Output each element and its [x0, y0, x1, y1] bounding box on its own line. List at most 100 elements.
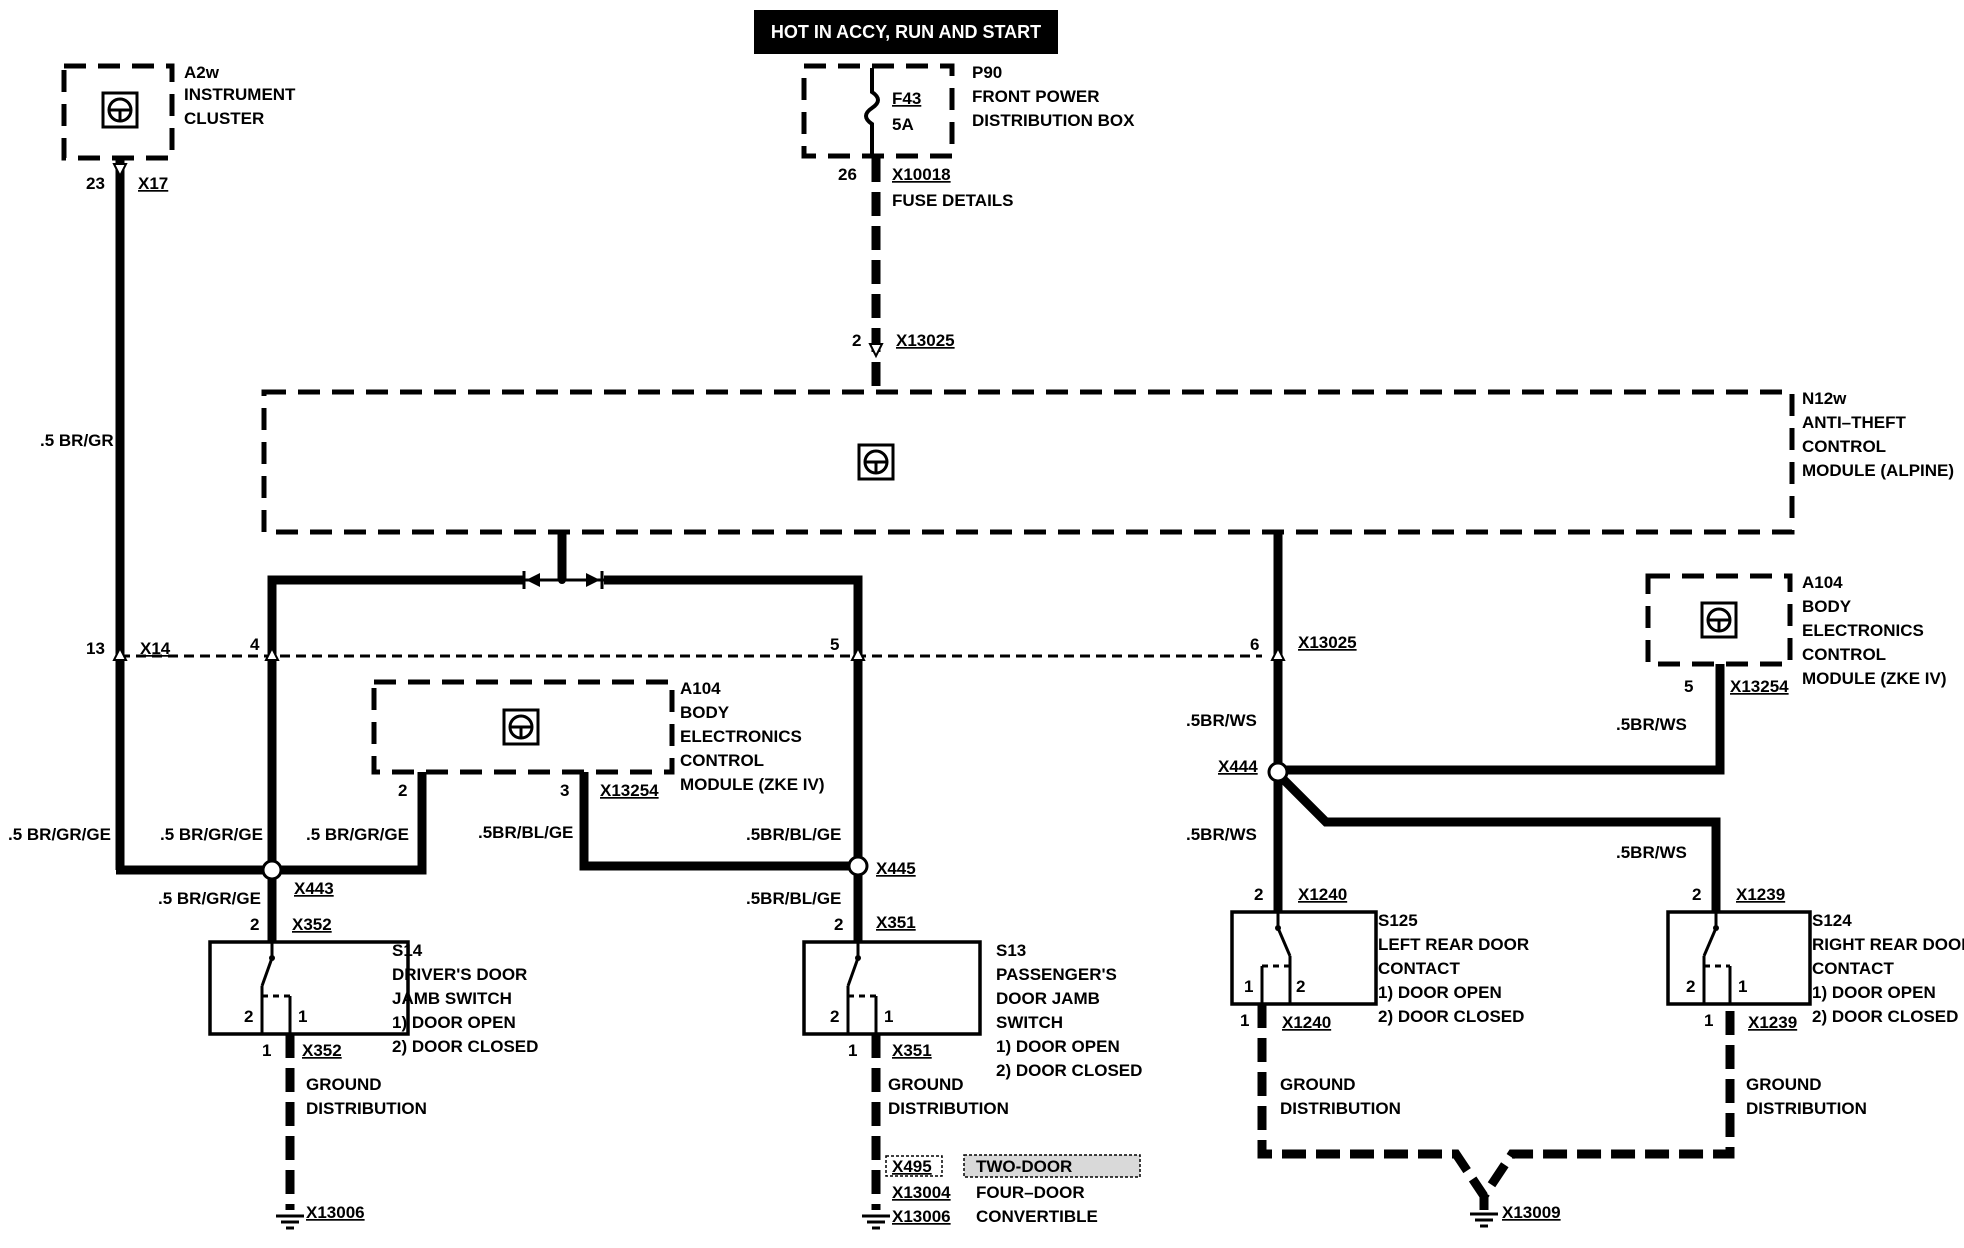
wire-label-br-bl-ge-2: .5BR/BL/GE	[746, 825, 841, 844]
banner-box	[754, 10, 1058, 54]
wire-a104-pin2	[272, 772, 427, 875]
s124-connector-bot: X1239	[1748, 1013, 1797, 1032]
ground-icon	[276, 1214, 304, 1230]
diode-left-icon	[526, 573, 540, 587]
p90-id: P90	[972, 63, 1002, 82]
s124-option-1: 1) DOOR OPEN	[1812, 983, 1936, 1002]
pin-4: 4	[250, 635, 260, 654]
s14-ground-label-2: DISTRIBUTION	[306, 1099, 427, 1118]
connector-arrow-icon	[112, 163, 128, 179]
s14-connector-bot: X352	[302, 1041, 342, 1060]
s125-option-2: 2) DOOR CLOSED	[1378, 1007, 1524, 1026]
s124-ground-label-2: DISTRIBUTION	[1746, 1099, 1867, 1118]
splice-label-x445: X445	[876, 859, 916, 878]
s124-ground-label-1: GROUND	[1746, 1075, 1822, 1094]
wire-label-br-gr-ge-2: .5 BR/GR/GE	[160, 825, 263, 844]
s14-contact-2: 2	[244, 1007, 253, 1026]
s13-contact-2: 2	[830, 1007, 839, 1026]
splice-x444	[1267, 761, 1289, 783]
n12w-pin-top: 2	[852, 331, 861, 350]
wire-loop-left	[267, 575, 524, 866]
a2w-id: A2w	[184, 63, 220, 82]
s125-label-2: CONTACT	[1378, 959, 1460, 978]
wire-br-ws-s124	[1274, 770, 1721, 912]
a104-right-pin: 5	[1684, 677, 1693, 696]
module-icon	[101, 91, 139, 129]
s13-ground-label-1: GROUND	[888, 1075, 964, 1094]
a104-right-label-3: CONTROL	[1802, 645, 1886, 664]
n12w-connector-top: X13025	[896, 331, 955, 350]
splice-x445	[847, 855, 869, 877]
a2w-module-box	[61, 63, 175, 161]
connector-arrow-icon	[112, 645, 128, 661]
wire-label-br-gr-ge-1: .5 BR/GR/GE	[8, 825, 111, 844]
s124-connector-top: X1239	[1736, 885, 1785, 904]
connector-arrow-icon	[850, 645, 866, 661]
a104-mid-label-4: MODULE (ZKE IV)	[680, 775, 825, 794]
s124-contact-1: 1	[1738, 977, 1747, 996]
s13-x495-box	[885, 1155, 943, 1177]
s13-label-2: DOOR JAMB	[996, 989, 1100, 1008]
s125-ground-label-1: GROUND	[1280, 1075, 1356, 1094]
s14-contact-1: 1	[298, 1007, 307, 1026]
a104-right-connector: X13254	[1730, 677, 1789, 696]
wire-label-br-ws-4: .5BR/WS	[1616, 843, 1687, 862]
s14-pin-top: 2	[250, 915, 259, 934]
s125-connector-top: X1240	[1298, 885, 1347, 904]
a104-mid-connector: X13254	[600, 781, 659, 800]
wire-label-br-bl-ge-3: .5BR/BL/GE	[746, 889, 841, 908]
wire-label-br-gr-ge-3: .5 BR/GR/GE	[306, 825, 409, 844]
switch-contact-icon	[846, 942, 878, 1034]
wire-label-br-ws-1: .5BR/WS	[1186, 711, 1257, 730]
s14-label-1: DRIVER'S DOOR	[392, 965, 527, 984]
s13-two-door-box	[963, 1154, 1141, 1178]
s125-switch-box	[1230, 910, 1378, 1006]
a104-right-label-4: MODULE (ZKE IV)	[1802, 669, 1947, 688]
a104-mid-label-1: BODY	[680, 703, 730, 722]
p90-module-box	[801, 63, 955, 159]
a104-right-label-1: BODY	[1802, 597, 1852, 616]
s125-label-1: LEFT REAR DOOR	[1378, 935, 1529, 954]
a2w-label-1: INSTRUMENT	[184, 85, 296, 104]
s13-switch-box	[802, 940, 982, 1036]
s13-option-1: 1) DOOR OPEN	[996, 1037, 1120, 1056]
a104-right-id: A104	[1802, 573, 1843, 592]
fuse-f43-id: F43	[892, 89, 921, 108]
p90-connector: X10018	[892, 165, 951, 184]
connector-arrow-icon	[264, 645, 280, 661]
a104-mid-pin-2: 2	[398, 781, 407, 800]
s13-id: S13	[996, 941, 1026, 960]
s13-pin-top: 2	[834, 915, 843, 934]
s124-switch-box	[1666, 910, 1812, 1006]
s14-label-2: JAMB SWITCH	[392, 989, 512, 1008]
connector-x13025: X13025	[1298, 633, 1357, 652]
wire-label-br-gr: .5 BR/GR	[40, 431, 114, 450]
s13-x13004: X13004	[892, 1183, 951, 1202]
s14-pin-bot: 1	[262, 1041, 271, 1060]
s13-two-door: TWO-DOOR	[976, 1157, 1072, 1176]
diode-junction	[558, 576, 566, 584]
s14-option-1: 1) DOOR OPEN	[392, 1013, 516, 1032]
s14-option-2: 2) DOOR CLOSED	[392, 1037, 538, 1056]
a2w-connector: X17	[138, 174, 168, 193]
connector-arrow-icon	[868, 343, 884, 359]
a2w-label-2: CLUSTER	[184, 109, 264, 128]
n12w-module-box	[261, 389, 1795, 535]
n12w-id: N12w	[1802, 389, 1847, 408]
banner-text: HOT IN ACCY, RUN AND START	[771, 22, 1041, 42]
n12w-label-1: ANTI–THEFT	[1802, 413, 1907, 432]
s13-x495: X495	[892, 1157, 932, 1176]
wire-br-ws-a104	[1278, 664, 1725, 775]
s13-connector-bot: X351	[892, 1041, 932, 1060]
s124-pin-bot: 1	[1704, 1011, 1713, 1030]
a104-mid-module-box	[371, 679, 675, 775]
diode-right-icon	[586, 573, 600, 587]
s13-convertible: CONVERTIBLE	[976, 1207, 1098, 1226]
ground-icon	[862, 1214, 890, 1230]
s125-ground-label-2: DISTRIBUTION	[1280, 1099, 1401, 1118]
a104-right-module-box	[1645, 573, 1793, 667]
splice-x443	[261, 859, 283, 881]
s14-switch-box	[208, 940, 410, 1036]
pin-6: 6	[1250, 635, 1259, 654]
